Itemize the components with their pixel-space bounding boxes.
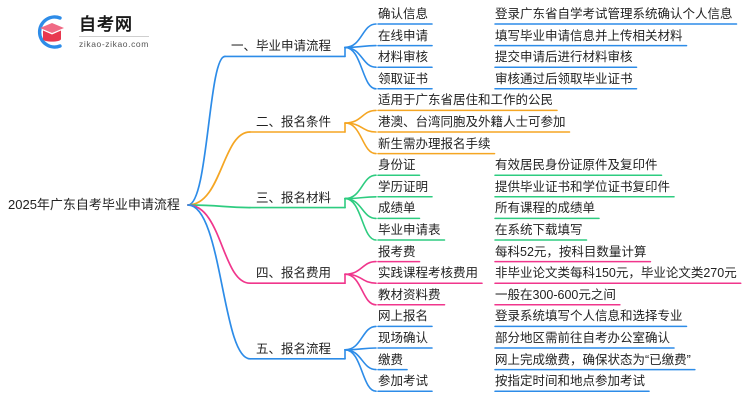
node-l2-4-2[interactable]: 缴费 <box>378 352 404 367</box>
node-l3-0-3[interactable]: 审核通过后领取毕业证书 <box>495 71 633 86</box>
node-l2-1-1[interactable]: 港澳、台湾同胞及外籍人士可参加 <box>378 115 566 129</box>
node-l2-4-1[interactable]: 现场确认 <box>378 331 429 345</box>
node-l2-3-1[interactable]: 实践课程考核费用 <box>378 266 479 281</box>
node-l2-2-1[interactable]: 学历证明 <box>378 179 429 194</box>
node-l2-1-2[interactable]: 新生需办理报名手续 <box>378 136 491 151</box>
node-l3-0-2[interactable]: 提交申请后进行材料审核 <box>495 50 633 65</box>
node-l3-3-2[interactable]: 一般在300-600元之间 <box>495 287 616 302</box>
node-l1-0[interactable]: 一、毕业申请流程 <box>230 39 331 54</box>
node-l2-2-0[interactable]: 身份证 <box>378 158 416 173</box>
node-l2-0-2[interactable]: 材料审核 <box>378 50 429 65</box>
node-l1-2[interactable]: 三、报名材料 <box>255 190 331 205</box>
node-l2-0-0[interactable]: 确认信息 <box>378 7 429 21</box>
node-l1-3[interactable]: 四、报名费用 <box>255 266 331 281</box>
node-l1-1[interactable]: 二、报名条件 <box>255 115 331 129</box>
node-l3-4-1[interactable]: 部分地区需前往自考办公室确认 <box>495 331 671 345</box>
node-l3-2-0[interactable]: 有效居民身份证原件及复印件 <box>495 158 658 173</box>
node-l3-2-3[interactable]: 在系统下载填写 <box>495 223 583 237</box>
node-l2-3-0[interactable]: 报考费 <box>378 244 416 259</box>
node-l2-2-3[interactable]: 毕业申请表 <box>378 223 441 237</box>
node-l2-3-2[interactable]: 教材资料费 <box>378 287 441 302</box>
node-l2-4-0[interactable]: 网上报名 <box>378 309 429 324</box>
node-l3-3-0[interactable]: 每科52元，按科目数量计算 <box>495 244 647 259</box>
node-l2-0-1[interactable]: 在线申请 <box>378 28 429 43</box>
logo-wordmark: 自考网 zikao-zikao.com <box>79 16 149 49</box>
node-l1-4[interactable]: 五、报名流程 <box>255 341 331 356</box>
node-l3-4-0[interactable]: 登录系统填写个人信息和选择专业 <box>495 309 683 324</box>
logo-graduation-cap-icon <box>37 15 64 49</box>
node-l3-2-1[interactable]: 提供毕业证书和学位证书复印件 <box>495 179 671 194</box>
node-l2-0-3[interactable]: 领取证书 <box>378 71 429 86</box>
node-l3-4-2[interactable]: 网上完成缴费，确保状态为“已缴费” <box>495 352 691 367</box>
node-l3-0-1[interactable]: 填写毕业申请信息并上传相关材料 <box>495 28 683 43</box>
node-l2-4-3[interactable]: 参加考试 <box>378 374 429 389</box>
root-node[interactable]: 2025年广东自考毕业申请流程 <box>8 197 180 212</box>
logo-url: zikao-zikao.com <box>79 38 149 49</box>
node-l3-4-3[interactable]: 按指定时间和地点参加考试 <box>495 374 646 389</box>
node-l3-2-2[interactable]: 所有课程的成绩单 <box>495 201 596 216</box>
node-l2-2-2[interactable]: 成绩单 <box>378 201 416 216</box>
node-l3-0-0[interactable]: 登录广东省自学考试管理系统确认个人信息 <box>495 7 733 21</box>
logo-mark <box>30 11 72 53</box>
node-l3-3-1[interactable]: 非毕业论文类每科150元，毕业论文类270元 <box>495 266 737 281</box>
site-logo: 自考网 zikao-zikao.com <box>30 10 190 54</box>
node-l2-1-0[interactable]: 适用于广东省居住和工作的公民 <box>378 93 554 108</box>
logo-title: 自考网 <box>79 16 149 37</box>
